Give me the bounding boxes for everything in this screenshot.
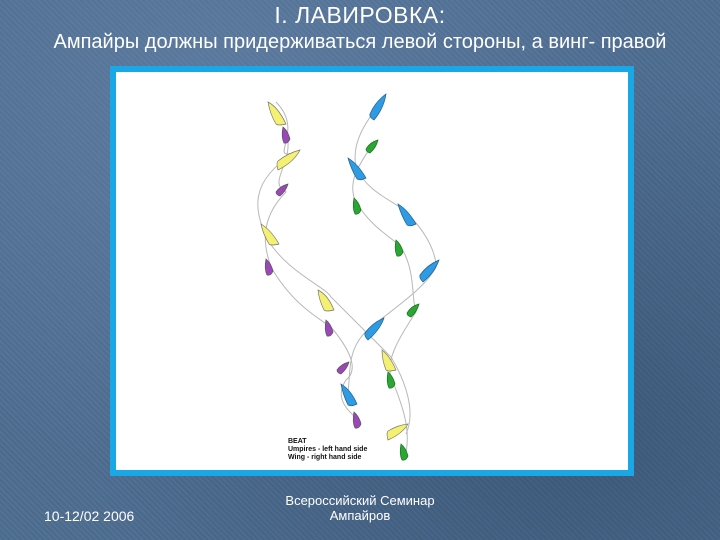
- purple-boat-icon: [336, 361, 350, 375]
- green-boat-icon: [352, 197, 362, 215]
- diagram-canvas: BEAT Umpires - left hand side Wing - rig…: [116, 72, 628, 470]
- footer-seminar: Всероссийский Семинар Ампайров: [260, 493, 460, 523]
- yellow-boat-icon: [381, 349, 397, 372]
- purple-boat-icon: [275, 183, 289, 197]
- green-boat-icon: [399, 443, 409, 461]
- track-blue: [347, 101, 437, 393]
- blue-boat-icon: [369, 93, 387, 121]
- yellow-boats: [260, 101, 409, 441]
- legend-umpires: Umpires - left hand side: [288, 446, 368, 453]
- green-boat-icon: [365, 139, 379, 154]
- purple-boat-icon: [264, 258, 274, 276]
- footer-seminar-line2: Ампайров: [329, 508, 391, 523]
- green-boat-icon: [406, 303, 420, 318]
- blue-boat-icon: [364, 317, 385, 341]
- footer-seminar-line1: Всероссийский Семинар: [285, 493, 435, 508]
- green-boat-icon: [394, 239, 404, 257]
- purple-boat-icon: [352, 411, 362, 429]
- diagram-frame: BEAT Umpires - left hand side Wing - rig…: [110, 66, 634, 476]
- yellow-boat-icon: [276, 149, 301, 171]
- yellow-boat-icon: [267, 101, 287, 126]
- green-boat-icon: [386, 371, 396, 389]
- blue-boats: [340, 93, 440, 407]
- purple-boats: [264, 126, 362, 429]
- legend-title: BEAT: [288, 438, 307, 445]
- blue-boat-icon: [340, 383, 358, 407]
- track-yellow: [257, 101, 411, 435]
- slide-subtitle: Ампайры должны придерживаться левой стор…: [53, 31, 667, 53]
- purple-boat-icon: [324, 319, 334, 337]
- yellow-boat-icon: [260, 223, 280, 246]
- slide-title: I. ЛАВИРОВКА:: [274, 2, 446, 28]
- purple-boat-icon: [281, 126, 291, 144]
- blue-boat-icon: [419, 259, 440, 283]
- diagram-legend: BEAT Umpires - left hand side Wing - rig…: [288, 438, 367, 462]
- blue-boat-icon: [347, 157, 367, 181]
- green-boats: [352, 139, 420, 461]
- legend-wing: Wing - right hand side: [288, 454, 362, 461]
- yellow-boat-icon: [317, 289, 335, 312]
- yellow-boat-icon: [386, 423, 409, 441]
- track-purple: [264, 131, 362, 423]
- blue-boat-icon: [397, 203, 417, 227]
- beat-diagram: [257, 93, 440, 461]
- footer-date: 10-12/02 2006: [44, 508, 135, 524]
